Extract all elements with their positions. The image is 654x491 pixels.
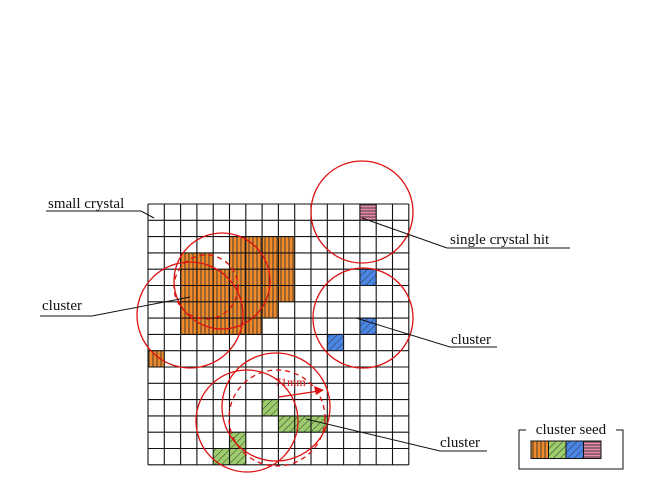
hit-cell-hatch — [278, 236, 295, 253]
legend-swatches — [530, 440, 602, 459]
hit-cell-hatch — [278, 285, 295, 302]
legend-swatch-hatch — [530, 440, 549, 459]
leader-cluster-bottom — [305, 418, 487, 452]
hit-cell-hatch — [229, 236, 246, 253]
hit-cell-hatch — [262, 252, 279, 270]
hit-cell-hatch — [278, 269, 295, 286]
label-distance: 71mm — [275, 375, 306, 389]
hit-cell-hatch — [262, 236, 279, 253]
hit-cell-hatch — [229, 285, 246, 302]
radius-arrow-head — [314, 386, 324, 395]
legend: cluster seed — [518, 421, 624, 470]
hit-cell-hatch — [196, 285, 214, 302]
hit-cell-hatch — [229, 448, 246, 465]
circle-green-b — [195, 369, 299, 473]
circle-green-a — [221, 352, 331, 462]
label-single-hit: single crystal hit — [450, 232, 550, 248]
hit-cell-hatch — [196, 269, 214, 286]
leader-cluster-right — [355, 317, 497, 348]
hit-cell-hatch — [213, 285, 230, 302]
hit-cell-hatch — [262, 399, 279, 416]
hit-cell-hatch — [294, 415, 311, 433]
legend-swatch-hatch — [583, 440, 602, 459]
hit-cell-hatch — [245, 269, 263, 286]
hit-cell-hatch — [180, 301, 197, 319]
hit-cell-hatch — [359, 204, 377, 221]
circle-orange-dashed — [173, 254, 239, 320]
leader-cluster-left — [40, 296, 191, 317]
label-small-crystal: small crystal — [48, 196, 124, 212]
circle-green-dashed — [228, 369, 326, 467]
hit-cell-hatch — [359, 318, 377, 335]
hit-cell-hatch — [196, 301, 214, 319]
cluster-circles — [136, 160, 414, 473]
hit-cell-hatch — [213, 269, 230, 286]
hit-cell-hatch — [180, 318, 197, 335]
radius-arrow-line — [278, 390, 320, 398]
crystal-grid — [147, 203, 410, 466]
legend-swatch-hatch — [565, 440, 584, 459]
hit-cell-hatch — [229, 269, 246, 286]
hit-cell-hatch — [245, 252, 263, 270]
circle-single-hit — [310, 160, 414, 264]
legend-swatch-hatch — [548, 440, 567, 459]
label-cluster-bottom: cluster — [440, 435, 480, 451]
hit-cell-hatch — [245, 301, 263, 319]
hit-cell-hatch — [245, 318, 263, 335]
hit-cell-hatch — [148, 350, 165, 367]
hit-cell-hatch — [262, 301, 279, 319]
circle-orange-a — [173, 232, 271, 330]
hit-cell-hatch — [262, 285, 279, 302]
hit-cell-hatch — [213, 448, 230, 465]
hit-cell-hatch — [213, 318, 230, 335]
leader-lines — [40, 210, 570, 452]
hit-cell-hatch — [245, 285, 263, 302]
leader-small-crystal — [46, 210, 155, 219]
hit-cell-hatch — [278, 415, 295, 433]
hit-cell-hatch — [359, 269, 377, 286]
legend-title: cluster seed — [536, 422, 607, 438]
hit-cell-hatch — [180, 285, 197, 302]
hit-cell-hatch — [229, 252, 246, 270]
legend-title-background — [526, 421, 616, 437]
hit-cell-hatch — [180, 269, 197, 286]
hit-cell-hatch — [213, 301, 230, 319]
hit-cell-hatch — [229, 432, 246, 449]
label-cluster-right: cluster — [451, 332, 491, 348]
circle-blue — [312, 267, 414, 369]
hit-cell-hatch — [180, 252, 197, 270]
hit-cell-hatch — [278, 252, 295, 270]
hit-cell-hatch — [327, 334, 344, 351]
hit-cells — [148, 204, 377, 465]
leader-single-hit — [361, 217, 570, 249]
hit-cell-hatch — [311, 415, 328, 433]
label-cluster-left: cluster — [42, 298, 82, 314]
circle-orange-b — [136, 261, 244, 369]
